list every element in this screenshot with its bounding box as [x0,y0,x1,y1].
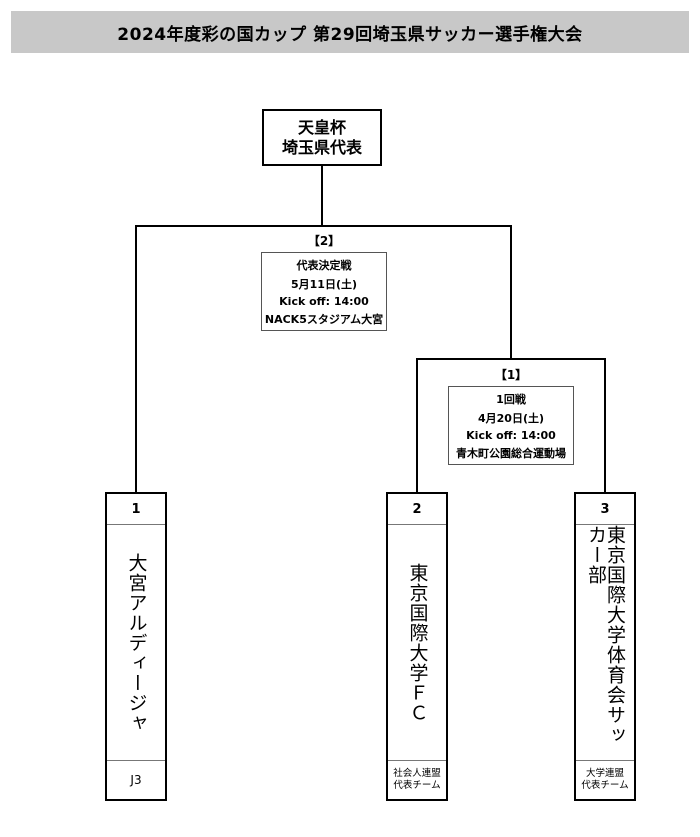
bracket-line-team1-vertical [135,225,137,493]
team-seed: 3 [576,494,634,525]
final-match-label: 【2】 [307,234,341,248]
bracket-line-round1-horizontal [416,358,606,360]
final-date: 5月11日(土) [290,277,358,291]
team-seed: 1 [107,494,165,525]
team-box-3: 3 東京国際大学体育会サッカー部 大学連盟 代表チーム [574,492,636,801]
team-name-container: 東京国際大学体育会サッカー部 [576,525,634,760]
champion-line2: 埼玉県代表 [281,137,362,157]
round1-match-info: 1回戦 4月20日(土) Kick off: 14:00 青木町公園総合運動場 [448,386,574,465]
round1-venue: 青木町公園総合運動場 [456,446,566,460]
team-category: 社会人連盟 代表チーム [388,760,446,799]
champion-box: 天皇杯 埼玉県代表 [262,109,382,166]
bracket-line-champion-stem [321,166,323,226]
bracket-line-final-horizontal [135,225,512,227]
team-seed: 2 [388,494,446,525]
final-round-name: 代表決定戦 [296,258,352,272]
round1-round-name: 1回戦 [496,392,526,406]
final-match-info: 代表決定戦 5月11日(土) Kick off: 14:00 NACK5スタジア… [261,252,387,331]
team-box-1: 1 大宮アルディージャ J3 [105,492,167,801]
round1-kickoff: Kick off: 14:00 [466,428,556,442]
round1-date: 4月20日(土) [477,411,545,425]
bracket-line-team2-vertical [416,358,418,493]
bracket-line-team3-vertical [604,358,606,493]
champion-line1: 天皇杯 [297,117,346,137]
team-name-container: 大宮アルディージャ [107,525,165,760]
team-name: 東京国際大学ＦＣ [406,562,429,723]
final-kickoff: Kick off: 14:00 [279,294,369,308]
team-name: 東京国際大学体育会サッカー部 [585,525,626,745]
bracket-line-final-right-vertical [510,225,512,360]
team-category: 大学連盟 代表チーム [576,760,634,799]
team-category: J3 [107,760,165,799]
tournament-title: 2024年度彩の国カップ 第29回埼玉県サッカー選手権大会 [11,11,689,53]
team-name: 大宮アルディージャ [125,552,148,733]
team-name-container: 東京国際大学ＦＣ [388,525,446,760]
round1-match-label: 【1】 [494,368,528,382]
team-box-2: 2 東京国際大学ＦＣ 社会人連盟 代表チーム [386,492,448,801]
final-venue: NACK5スタジアム大宮 [264,312,384,326]
